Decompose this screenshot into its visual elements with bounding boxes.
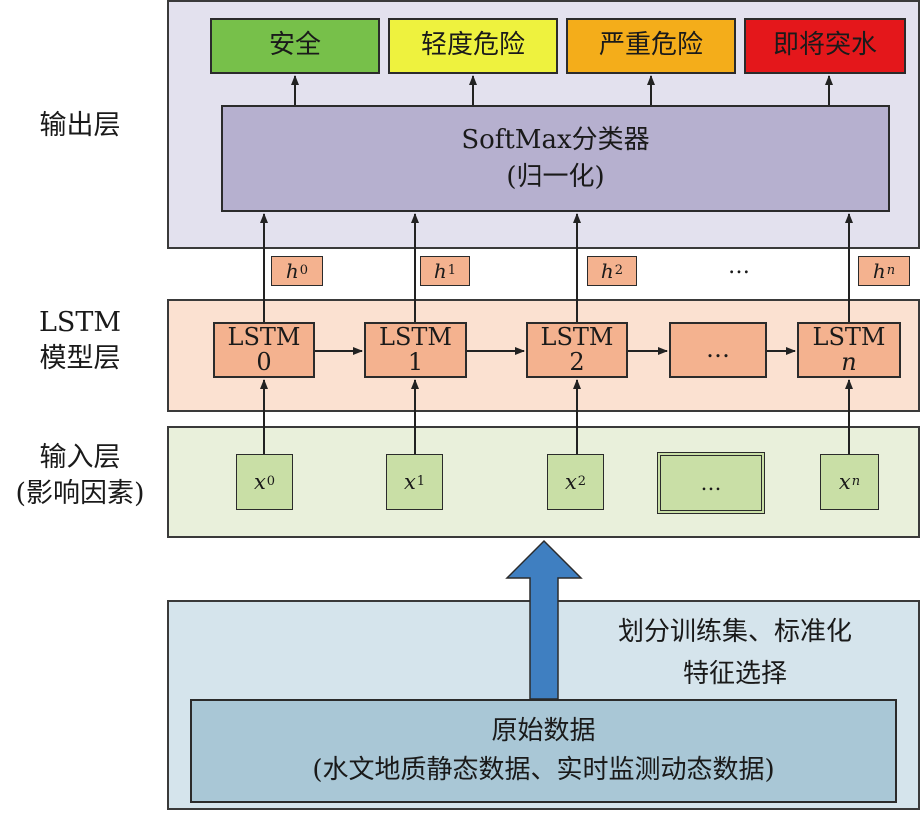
x0-base: x bbox=[253, 469, 266, 494]
output-class-severe-danger-label: 严重危险 bbox=[598, 30, 703, 61]
output-layer-label: 输出层 bbox=[0, 108, 160, 144]
h1-base: h bbox=[433, 258, 447, 283]
preprocessing-steps: 划分训练集、标准化 特征选择 bbox=[560, 612, 910, 695]
lstm-cell-ellipsis: … bbox=[669, 322, 767, 378]
lstm-cell-n-title: LSTM bbox=[812, 322, 886, 351]
lstm-cell-1-index: 1 bbox=[407, 348, 424, 376]
h2-base: h bbox=[600, 258, 614, 283]
preprocessing-line1: 划分训练集、标准化 bbox=[617, 617, 852, 647]
xn-base: x bbox=[838, 469, 851, 494]
lstm-cell-2-title: LSTM bbox=[540, 322, 614, 351]
raw-data-subtitle: (水文地质静态数据、实时监测动态数据) bbox=[312, 755, 775, 785]
softmax-classifier: SoftMax分类器 (归一化) bbox=[221, 105, 890, 212]
lstm-cell-n-index: n bbox=[841, 348, 857, 376]
x1-base: x bbox=[403, 469, 416, 494]
xn-sub: n bbox=[851, 473, 861, 489]
lstm-layer-label-line1: LSTM bbox=[38, 307, 122, 338]
lstm-cell-2: LSTM 2 bbox=[526, 322, 628, 378]
output-class-imminent-label: 即将突水 bbox=[772, 30, 877, 61]
softmax-subtitle: (归一化) bbox=[506, 161, 605, 192]
lstm-cell-0: LSTM 0 bbox=[213, 322, 315, 378]
x1-sub: 1 bbox=[416, 473, 426, 489]
output-class-safe-label: 安全 bbox=[268, 30, 321, 61]
output-class-safe: 安全 bbox=[210, 18, 380, 74]
input-layer-label: 输入层 (影响因素) bbox=[0, 440, 160, 513]
x2-base: x bbox=[564, 469, 577, 494]
h0-base: h bbox=[285, 258, 299, 283]
lstm-layer-label: LSTM 模型层 bbox=[0, 305, 160, 378]
hidden-state-ellipsis: … bbox=[714, 254, 764, 284]
lstm-cell-1: LSTM 1 bbox=[364, 322, 467, 378]
x0-sub: 0 bbox=[266, 473, 276, 489]
raw-data-title: 原始数据 bbox=[491, 716, 596, 746]
x2-sub: 2 bbox=[577, 473, 587, 489]
h0-sub: 0 bbox=[299, 262, 309, 278]
h2-sub: 2 bbox=[614, 262, 624, 278]
lstm-cell-1-title: LSTM bbox=[379, 322, 452, 351]
hn-base: h bbox=[872, 258, 886, 283]
output-class-imminent-water-inrush: 即将突水 bbox=[744, 18, 906, 74]
lstm-layer-label-line2: 模型层 bbox=[39, 343, 121, 375]
input-ellipsis: … bbox=[657, 452, 765, 514]
h1-sub: 1 bbox=[447, 262, 457, 278]
hidden-ellipsis-text: … bbox=[728, 254, 750, 279]
softmax-title: SoftMax分类器 bbox=[461, 125, 650, 156]
input-layer-label-line2: (影响因素) bbox=[15, 478, 145, 510]
lstm-cell-2-index: 2 bbox=[569, 348, 585, 376]
preprocessing-line2: 特征选择 bbox=[682, 658, 787, 689]
output-class-severe-danger: 严重危险 bbox=[566, 18, 736, 74]
raw-data-box: 原始数据 (水文地质静态数据、实时监测动态数据) bbox=[190, 699, 897, 803]
lstm-cell-ellipsis-title: … bbox=[706, 335, 730, 364]
hn-sub: n bbox=[886, 262, 896, 278]
input-ellipsis-text: … bbox=[700, 470, 722, 495]
input-layer-label-line1: 输入层 bbox=[39, 442, 121, 473]
output-class-mild-danger-label: 轻度危险 bbox=[420, 30, 525, 61]
output-layer-label-text: 输出层 bbox=[39, 110, 121, 141]
lstm-cell-0-index: 0 bbox=[256, 348, 272, 376]
lstm-cell-0-title: LSTM bbox=[227, 322, 301, 351]
lstm-cell-n: LSTM n bbox=[797, 322, 901, 378]
output-class-mild-danger: 轻度危险 bbox=[388, 18, 558, 74]
